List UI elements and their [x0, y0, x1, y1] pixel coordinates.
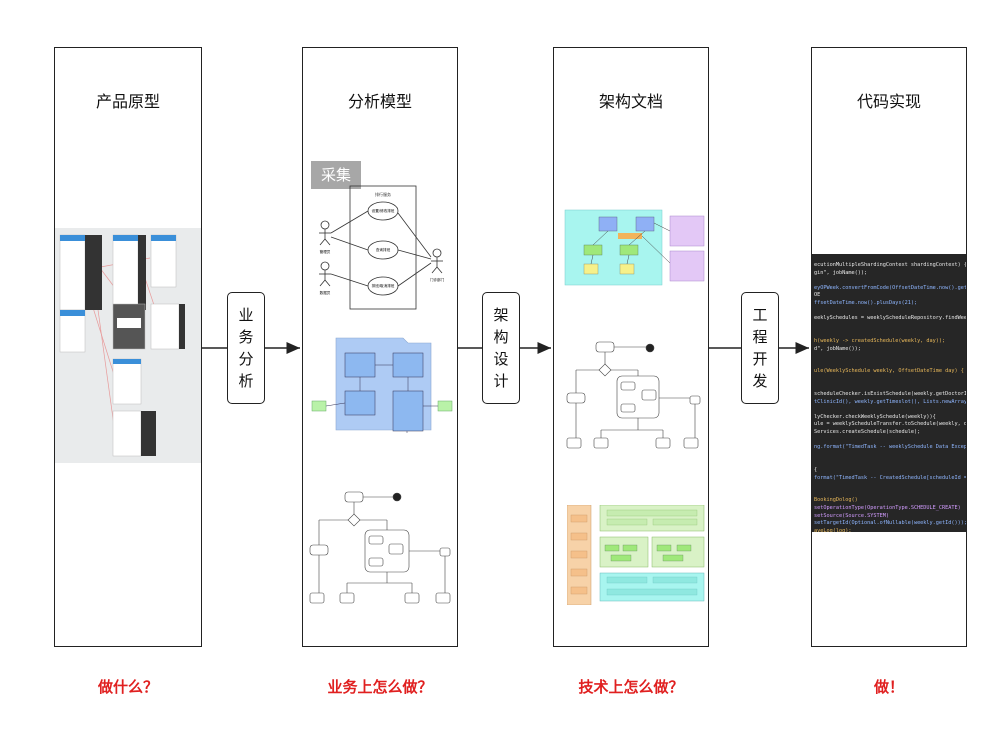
code-line: lyChecker.checkWeeklySchedule(weekly)){ [814, 413, 936, 420]
step-char: 开 [752, 350, 768, 368]
code-line: { [814, 467, 818, 474]
code-line: BookingDolog() [814, 497, 858, 504]
code-line [814, 490, 966, 498]
code-line: ffsetDateTime.now().plusDays(21); [814, 299, 918, 306]
code-lines: ecutionMultipleShardingContext shardingC… [812, 254, 966, 532]
code-line: Services.createSchedule(schedule); [814, 429, 921, 436]
caption-analysis: 业务上怎么做？ [327, 678, 433, 696]
code-line: h(weekly -> createdSchedule(weekly, day)… [814, 337, 946, 344]
code-line: ng.format("TimedTask -- weeklySchedule D… [814, 444, 966, 451]
column-code: 代码实现 ecutionMultipleShardingContext shar… [811, 47, 967, 647]
step-char: 析 [238, 372, 254, 390]
usecase-boundary-label: 排行服务 [375, 191, 391, 197]
code-line [814, 376, 966, 384]
code-line: tClinicId(), weekly.getTimeslot(), Lists… [814, 398, 966, 405]
step-char: 工 [752, 306, 768, 324]
code-line [814, 277, 966, 285]
column-title: 架构文档 [598, 92, 663, 111]
step-business-analysis: 业 务 分 析 [227, 292, 265, 404]
column-title: 代码实现 [856, 92, 921, 111]
step-char: 分 [238, 350, 254, 368]
code-line [814, 406, 966, 414]
actor-label: 数据员 [320, 290, 331, 295]
column-architecture: 架构文档 [553, 47, 709, 647]
code-line: eyOPWeek.convertFromCode(OffsetDateTime.… [814, 284, 966, 291]
step-char: 构 [493, 328, 509, 346]
column-analysis-model: 分析模型 采集 排行服务 设置/修改排班 查询排班 排班/取消排班 管理员 数据… [302, 47, 458, 647]
step-architecture-design: 架 构 设 计 [482, 292, 520, 404]
step-char: 设 [493, 350, 509, 368]
code-line: OE [814, 292, 821, 299]
caption-code: 做！ [873, 678, 904, 696]
code-line: ecutionMultipleShardingContext shardingC… [814, 262, 966, 268]
step-engineering-dev: 工 程 开 发 [741, 292, 779, 404]
code-line: setOperationType(OperationType.SCHEDULE_… [814, 505, 961, 511]
code-line [814, 384, 966, 392]
caption-architecture: 技术上怎么做？ [578, 678, 684, 696]
code-line [814, 482, 966, 490]
usecase-label: 设置/修改排班 [372, 208, 395, 213]
code-line [814, 459, 966, 467]
step-char: 架 [493, 306, 509, 324]
code-line [814, 361, 966, 369]
code-line: d", jobName()); [814, 345, 861, 352]
use-case-diagram: 排行服务 设置/修改排班 查询排班 排班/取消排班 管理员 数据员 门诊部门 [319, 185, 445, 310]
caption-prototype: 做什么？ [97, 678, 158, 696]
actor-label: 管理员 [320, 249, 331, 254]
activity-diagram [309, 491, 451, 604]
code-line: setTargetId(Optional.ofNullable(weekly.g… [814, 520, 966, 527]
code-line [814, 452, 966, 460]
step-char: 务 [238, 328, 254, 346]
step-char: 业 [238, 306, 254, 324]
code-line: scheduleChecker.isExistSchedule(weekly.g… [814, 391, 966, 398]
state-flow-diagram [566, 341, 701, 449]
code-line [814, 353, 966, 361]
code-line [814, 437, 966, 445]
step-char: 程 [752, 328, 768, 346]
column-title: 分析模型 [347, 92, 412, 111]
code-editor-screenshot: ecutionMultipleShardingContext shardingC… [812, 254, 966, 532]
code-line: ule = weeklyScheduleTransfer.toSchedule(… [814, 421, 966, 428]
column-title: 产品原型 [95, 92, 160, 111]
code-line [814, 323, 966, 331]
watermark-badge: 采集 [311, 161, 361, 189]
code-line: ule(WeeklySchedule weekly, OffsetDateTim… [814, 368, 964, 375]
step-char: 计 [493, 372, 509, 390]
actor-label: 门诊部门 [430, 277, 445, 282]
column-prototype: 产品原型 [54, 47, 202, 647]
code-line [814, 330, 966, 338]
code-line: format("TimedTask -- CreatedSchedule[sch… [814, 474, 966, 481]
step-char: 发 [752, 372, 768, 390]
usecase-label: 查询排班 [376, 247, 391, 252]
code-line: setSource(Source.SYSTEM) [814, 512, 889, 519]
usecase-label: 排班/取消排班 [372, 283, 395, 288]
code-line: aveLog(log); [814, 527, 852, 532]
architecture-flow-diagram [562, 163, 708, 343]
layered-architecture-diagram [567, 505, 705, 605]
code-line [814, 308, 966, 316]
code-line: eeklySchedules = weeklyScheduleRepositor… [814, 315, 966, 322]
class-diagram [311, 337, 453, 433]
code-line: gin", jobName()); [814, 269, 868, 276]
prototype-screens-image [55, 228, 201, 463]
